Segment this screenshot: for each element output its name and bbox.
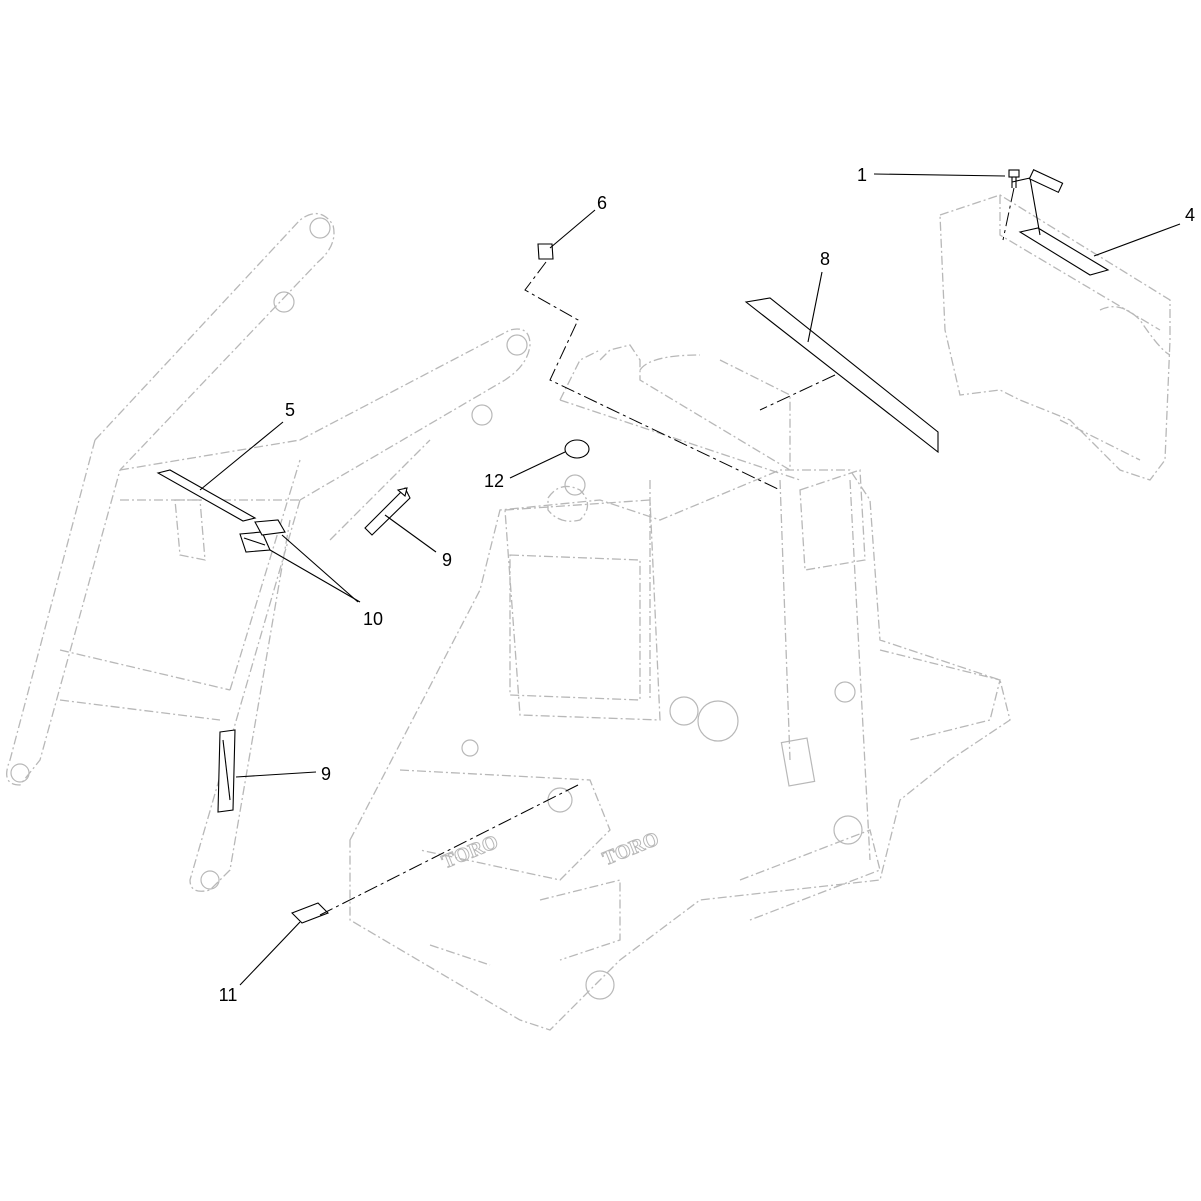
part-1-bolt <box>1002 169 1020 241</box>
callout-6: 6 <box>597 193 607 213</box>
part-11-decal <box>291 784 579 924</box>
callout-5: 5 <box>285 400 295 420</box>
leader-lines <box>199 173 1181 986</box>
callout-9-lower: 9 <box>321 764 331 784</box>
callout-8: 8 <box>820 249 830 269</box>
part-12-cap <box>547 439 590 522</box>
part-5-decal <box>156 469 257 522</box>
rear-panel <box>939 194 1171 481</box>
part-6-cap <box>524 243 781 491</box>
callout-12: 12 <box>484 471 504 491</box>
part-8-decal <box>744 297 939 454</box>
chassis-frame: TORO TORO <box>349 344 1011 1031</box>
part-4-decal-panel <box>1011 168 1110 276</box>
callout-labels: 1 4 5 6 8 9 9 10 11 12 <box>219 165 1195 1005</box>
part-10-reflectors <box>239 519 286 553</box>
callout-11: 11 <box>219 985 238 1005</box>
callout-1: 1 <box>857 165 867 185</box>
part-9-decal-upper <box>364 487 411 536</box>
callout-4: 4 <box>1185 205 1195 225</box>
loader-arm-assembly <box>6 213 531 892</box>
callout-9-upper: 9 <box>442 550 452 570</box>
part-9-decal-lower <box>217 729 236 813</box>
callout-10: 10 <box>363 609 383 629</box>
toro-logo-side: TORO <box>600 828 663 870</box>
toro-logo-front: TORO <box>439 831 502 873</box>
